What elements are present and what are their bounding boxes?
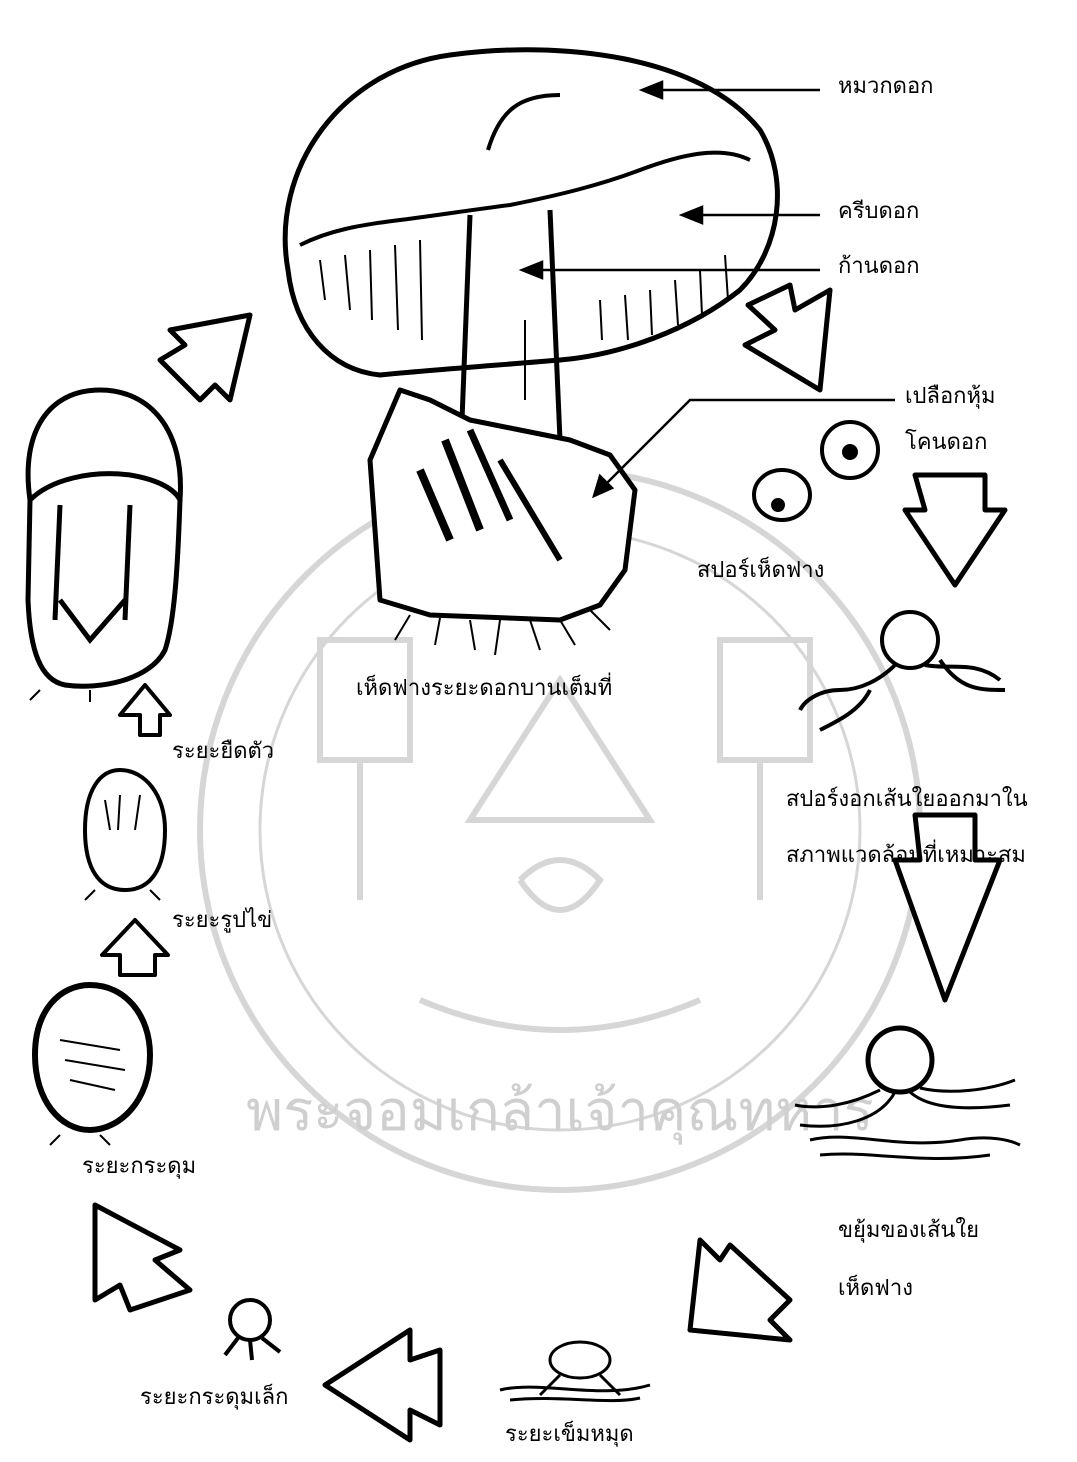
label-button: ระยะกระดุม — [82, 1154, 196, 1180]
small-button-illustration — [225, 1300, 280, 1360]
label-stalk: ก้านดอก — [838, 254, 920, 280]
button-illustration — [35, 985, 150, 1145]
label-elongation: ระยะยืดตัว — [172, 739, 274, 765]
label-gills: ครีบดอก — [838, 199, 919, 225]
arrow-small-button-to-button — [95, 1205, 190, 1310]
label-cap: หมวกดอก — [838, 74, 934, 100]
label-volva-line1: เปลือกหุ้ม — [905, 384, 996, 410]
label-mycelium-line1: ขยุ้มของเส้นใย — [838, 1218, 979, 1244]
arrow-mature-to-spore — [745, 285, 830, 390]
arrow-elongation-to-mature — [160, 315, 250, 400]
egg-illustration — [85, 770, 165, 900]
arrow-button-to-egg — [102, 920, 168, 975]
label-small-button: ระยะกระดุมเล็ก — [140, 1385, 288, 1411]
pinhead-illustration — [500, 1342, 650, 1401]
label-volva-line2: โคนดอก — [905, 430, 987, 456]
arrow-mycelium-to-pinhead — [690, 1240, 790, 1340]
label-pinhead: ระยะเข็มหมุด — [505, 1422, 634, 1448]
label-egg: ระยะรูปไข่ — [172, 908, 272, 934]
label-mature: เห็ดฟางระยะดอกบานเต็มที่ — [356, 676, 612, 702]
label-germination-line1: สปอร์งอกเส้นใยออกมาใน — [786, 787, 1028, 813]
label-germination-line2: สภาพแวดล้อมที่เหมาะสม — [786, 843, 1026, 869]
label-spore: สปอร์เห็ดฟาง — [697, 558, 824, 584]
watermark-text: พระจอมเกล้าเจ้าคุณทหาร — [246, 1079, 873, 1145]
spore-illustration — [754, 422, 878, 520]
arrow-pinhead-to-small-button — [325, 1330, 440, 1440]
arrow-spore-to-germination — [905, 475, 1005, 585]
arrow-egg-to-elongation — [120, 685, 170, 735]
label-mycelium-line2: เห็ดฟาง — [838, 1276, 913, 1302]
elongation-illustration — [28, 390, 180, 702]
